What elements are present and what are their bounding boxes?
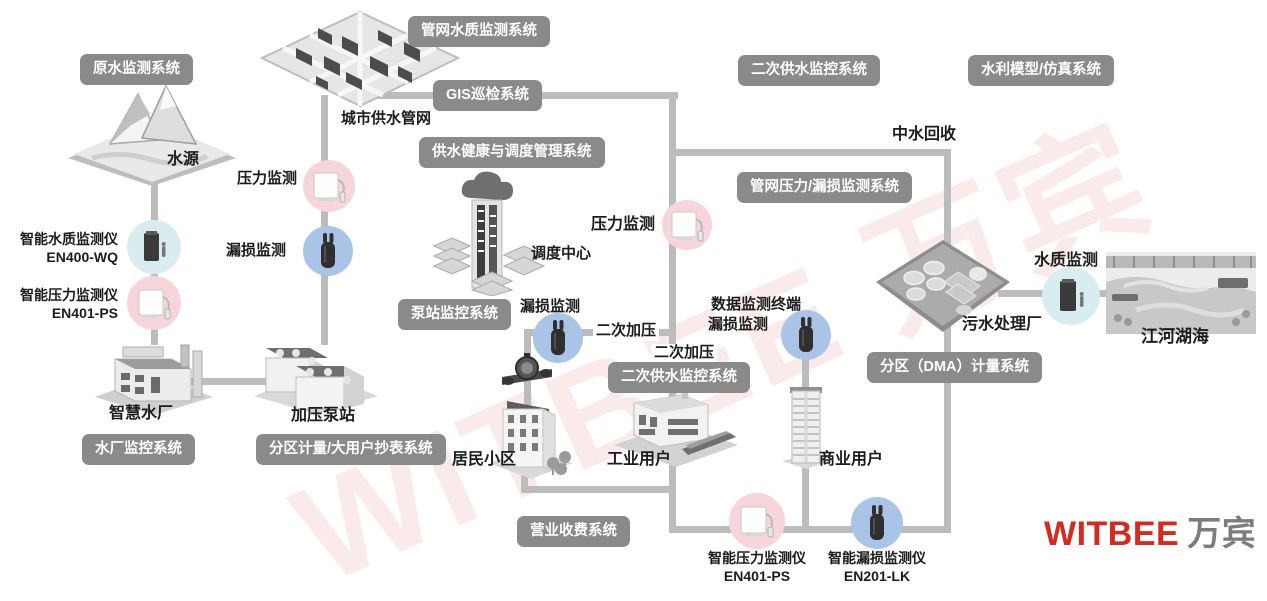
pressure-device-icon [671, 211, 704, 242]
badge-pipe-pressure-leak-system: 管网压力/漏损监测系统 [737, 172, 913, 203]
brand-logo-text: WITBEE [1044, 515, 1180, 553]
residential-illustration [489, 401, 573, 479]
badge-pipe-quality-system: 管网水质监测系统 [408, 16, 550, 47]
pressure-device-icon [138, 289, 171, 320]
badge-raw-water-system: 原水监测系统 [80, 54, 193, 85]
water-source-illustration [68, 84, 236, 186]
badge-secondary-supply-system-mid: 二次供水监控系统 [608, 362, 750, 393]
label-leak-monitor-terminal: 漏损监测 [708, 316, 769, 333]
leak-monitor-circle-boost [533, 313, 583, 363]
badge-pump-monitor-system: 泵站监控系统 [398, 299, 511, 330]
device-label-leak-bottom: 智能漏损监测仪 EN201-LK [817, 550, 937, 585]
line-network-pump [321, 95, 328, 345]
leak-device-icon [870, 505, 884, 540]
line-main-vertical [669, 92, 676, 533]
pump-station-illustration [254, 348, 378, 414]
device-label-pressure-bottom: 智能压力监测仪 EN401-PS [697, 550, 817, 585]
badge-gis-system: GIS巡检系统 [433, 80, 542, 111]
leak-device-icon [799, 317, 813, 352]
label-rivers: 江河湖海 [1141, 327, 1209, 346]
label-leak-monitor-boost: 漏损监测 [520, 298, 581, 315]
device-name: 智能压力监测仪 [708, 550, 806, 566]
quality-device-circle-left [127, 220, 181, 274]
label-data-terminal: 数据监测终端 [711, 296, 802, 313]
label-commercial: 商业用户 [819, 451, 884, 468]
line-lower-horizontal [521, 486, 676, 493]
line-reclaimed-horizontal [669, 149, 951, 156]
pressure-device-icon [313, 172, 346, 203]
leak-device-icon [321, 233, 335, 268]
label-secondary-boost-1: 二次加压 [593, 322, 660, 341]
device-label-pressure-left: 智能压力监测仪 EN401-PS [14, 287, 118, 322]
line-bottom-horizontal [669, 526, 951, 533]
device-model: EN401-PS [723, 567, 791, 584]
quality-monitor-circle-rivers [1042, 267, 1100, 325]
label-reclaimed-water: 中水回收 [892, 126, 957, 143]
line-residential-down [521, 467, 528, 493]
badge-hydraulic-model-system: 水利模型/仿真系统 [968, 55, 1115, 86]
industrial-illustration [614, 383, 738, 467]
label-pump-station: 加压泵站 [291, 407, 356, 424]
quality-device-icon [1060, 279, 1084, 311]
device-model: EN201-LK [843, 567, 911, 584]
badge-health-dispatch-system: 供水健康与调度管理系统 [419, 137, 605, 168]
device-name: 智能压力监测仪 [20, 287, 118, 303]
label-pressure-monitor-main: 压力监测 [591, 216, 656, 233]
dispatch-center-illustration [432, 171, 546, 296]
badge-dma-metering-system: 分区（DMA）计量系统 [867, 352, 1043, 383]
label-secondary-boost-2: 二次加压 [651, 344, 718, 363]
badge-billing-system: 营业收费系统 [517, 516, 630, 547]
smart-plant-illustration [95, 344, 213, 415]
pressure-device-circle-left [127, 276, 181, 330]
water-meter-icon [502, 353, 552, 385]
device-name: 智能漏损监测仪 [828, 550, 926, 566]
data-terminal-circle [781, 310, 831, 360]
device-name: 智能水质监测仪 [20, 231, 118, 247]
label-residential: 居民小区 [452, 451, 517, 468]
label-water-source: 水源 [167, 151, 200, 168]
leak-device-icon [551, 320, 565, 355]
brand-logo-cn: 万宾 [1187, 515, 1257, 553]
label-smart-plant: 智慧水厂 [109, 405, 174, 422]
commercial-illustration [782, 387, 830, 469]
label-leak-monitor-left: 漏损监测 [226, 242, 287, 259]
label-city-network: 城市供水管网 [341, 110, 432, 127]
badge-secondary-supply-system-top: 二次供水监控系统 [738, 55, 880, 86]
sewage-plant-illustration [876, 240, 1010, 332]
label-pressure-monitor-left: 压力监测 [237, 170, 298, 187]
badge-district-meter-system: 分区计量/大用户抄表系统 [256, 434, 446, 465]
device-label-quality-left: 智能水质监测仪 EN400-WQ [14, 231, 118, 266]
label-dispatch-center: 调度中心 [531, 245, 592, 262]
device-model: EN400-WQ [46, 248, 118, 265]
pressure-monitor-circle-network [303, 160, 355, 212]
label-water-quality-rivers: 水质监测 [1034, 252, 1099, 269]
line-plant-pump [172, 378, 290, 385]
label-sewage-plant: 污水处理厂 [962, 316, 1043, 333]
pressure-monitor-circle-main [662, 200, 712, 250]
leak-device-circle-bottom [851, 497, 903, 549]
pressure-device-circle-bottom [729, 493, 785, 549]
rivers-illustration [1106, 252, 1256, 334]
pressure-device-icon [740, 506, 774, 538]
quality-device-icon [144, 231, 166, 261]
device-model: EN401-PS [51, 304, 118, 321]
line-right-vertical [944, 149, 951, 533]
leak-monitor-circle-network [303, 226, 353, 276]
label-industrial: 工业用户 [607, 451, 672, 468]
badge-plant-monitor-system: 水厂监控系统 [82, 434, 195, 465]
